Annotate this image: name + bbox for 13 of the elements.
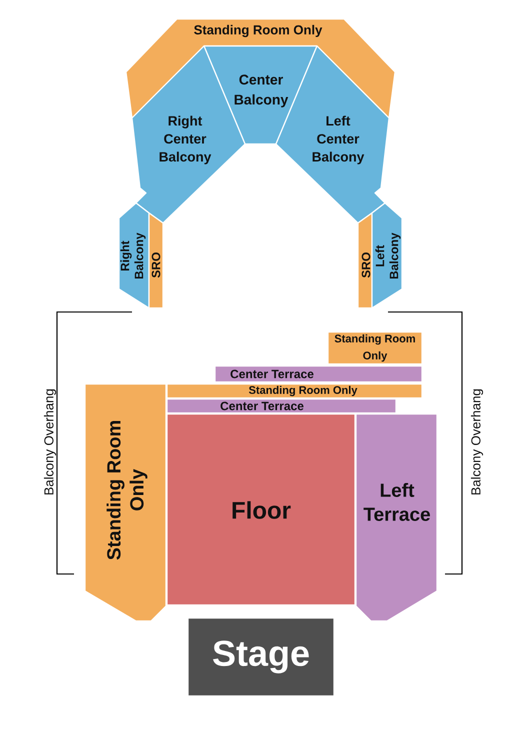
- seating-section: SRO: [357, 212, 373, 309]
- overhang-label: Balcony Overhang: [470, 389, 484, 494]
- seating-section: Right Balcony: [118, 202, 150, 309]
- seating-section: SRO: [148, 212, 164, 309]
- seating-section: Standing Room Only: [166, 383, 423, 399]
- seating-section: Left Balcony: [371, 202, 403, 309]
- seating-section: Standing Room Only: [84, 383, 167, 622]
- stage-block: Stage: [187, 617, 335, 697]
- seating-section: Center Terrace: [214, 365, 423, 383]
- seating-section: Floor: [166, 413, 356, 606]
- overhang-label: Balcony Overhang: [44, 389, 56, 494]
- seating-section: Standing Room Only: [327, 331, 423, 365]
- seating-section: Center Terrace: [166, 398, 397, 414]
